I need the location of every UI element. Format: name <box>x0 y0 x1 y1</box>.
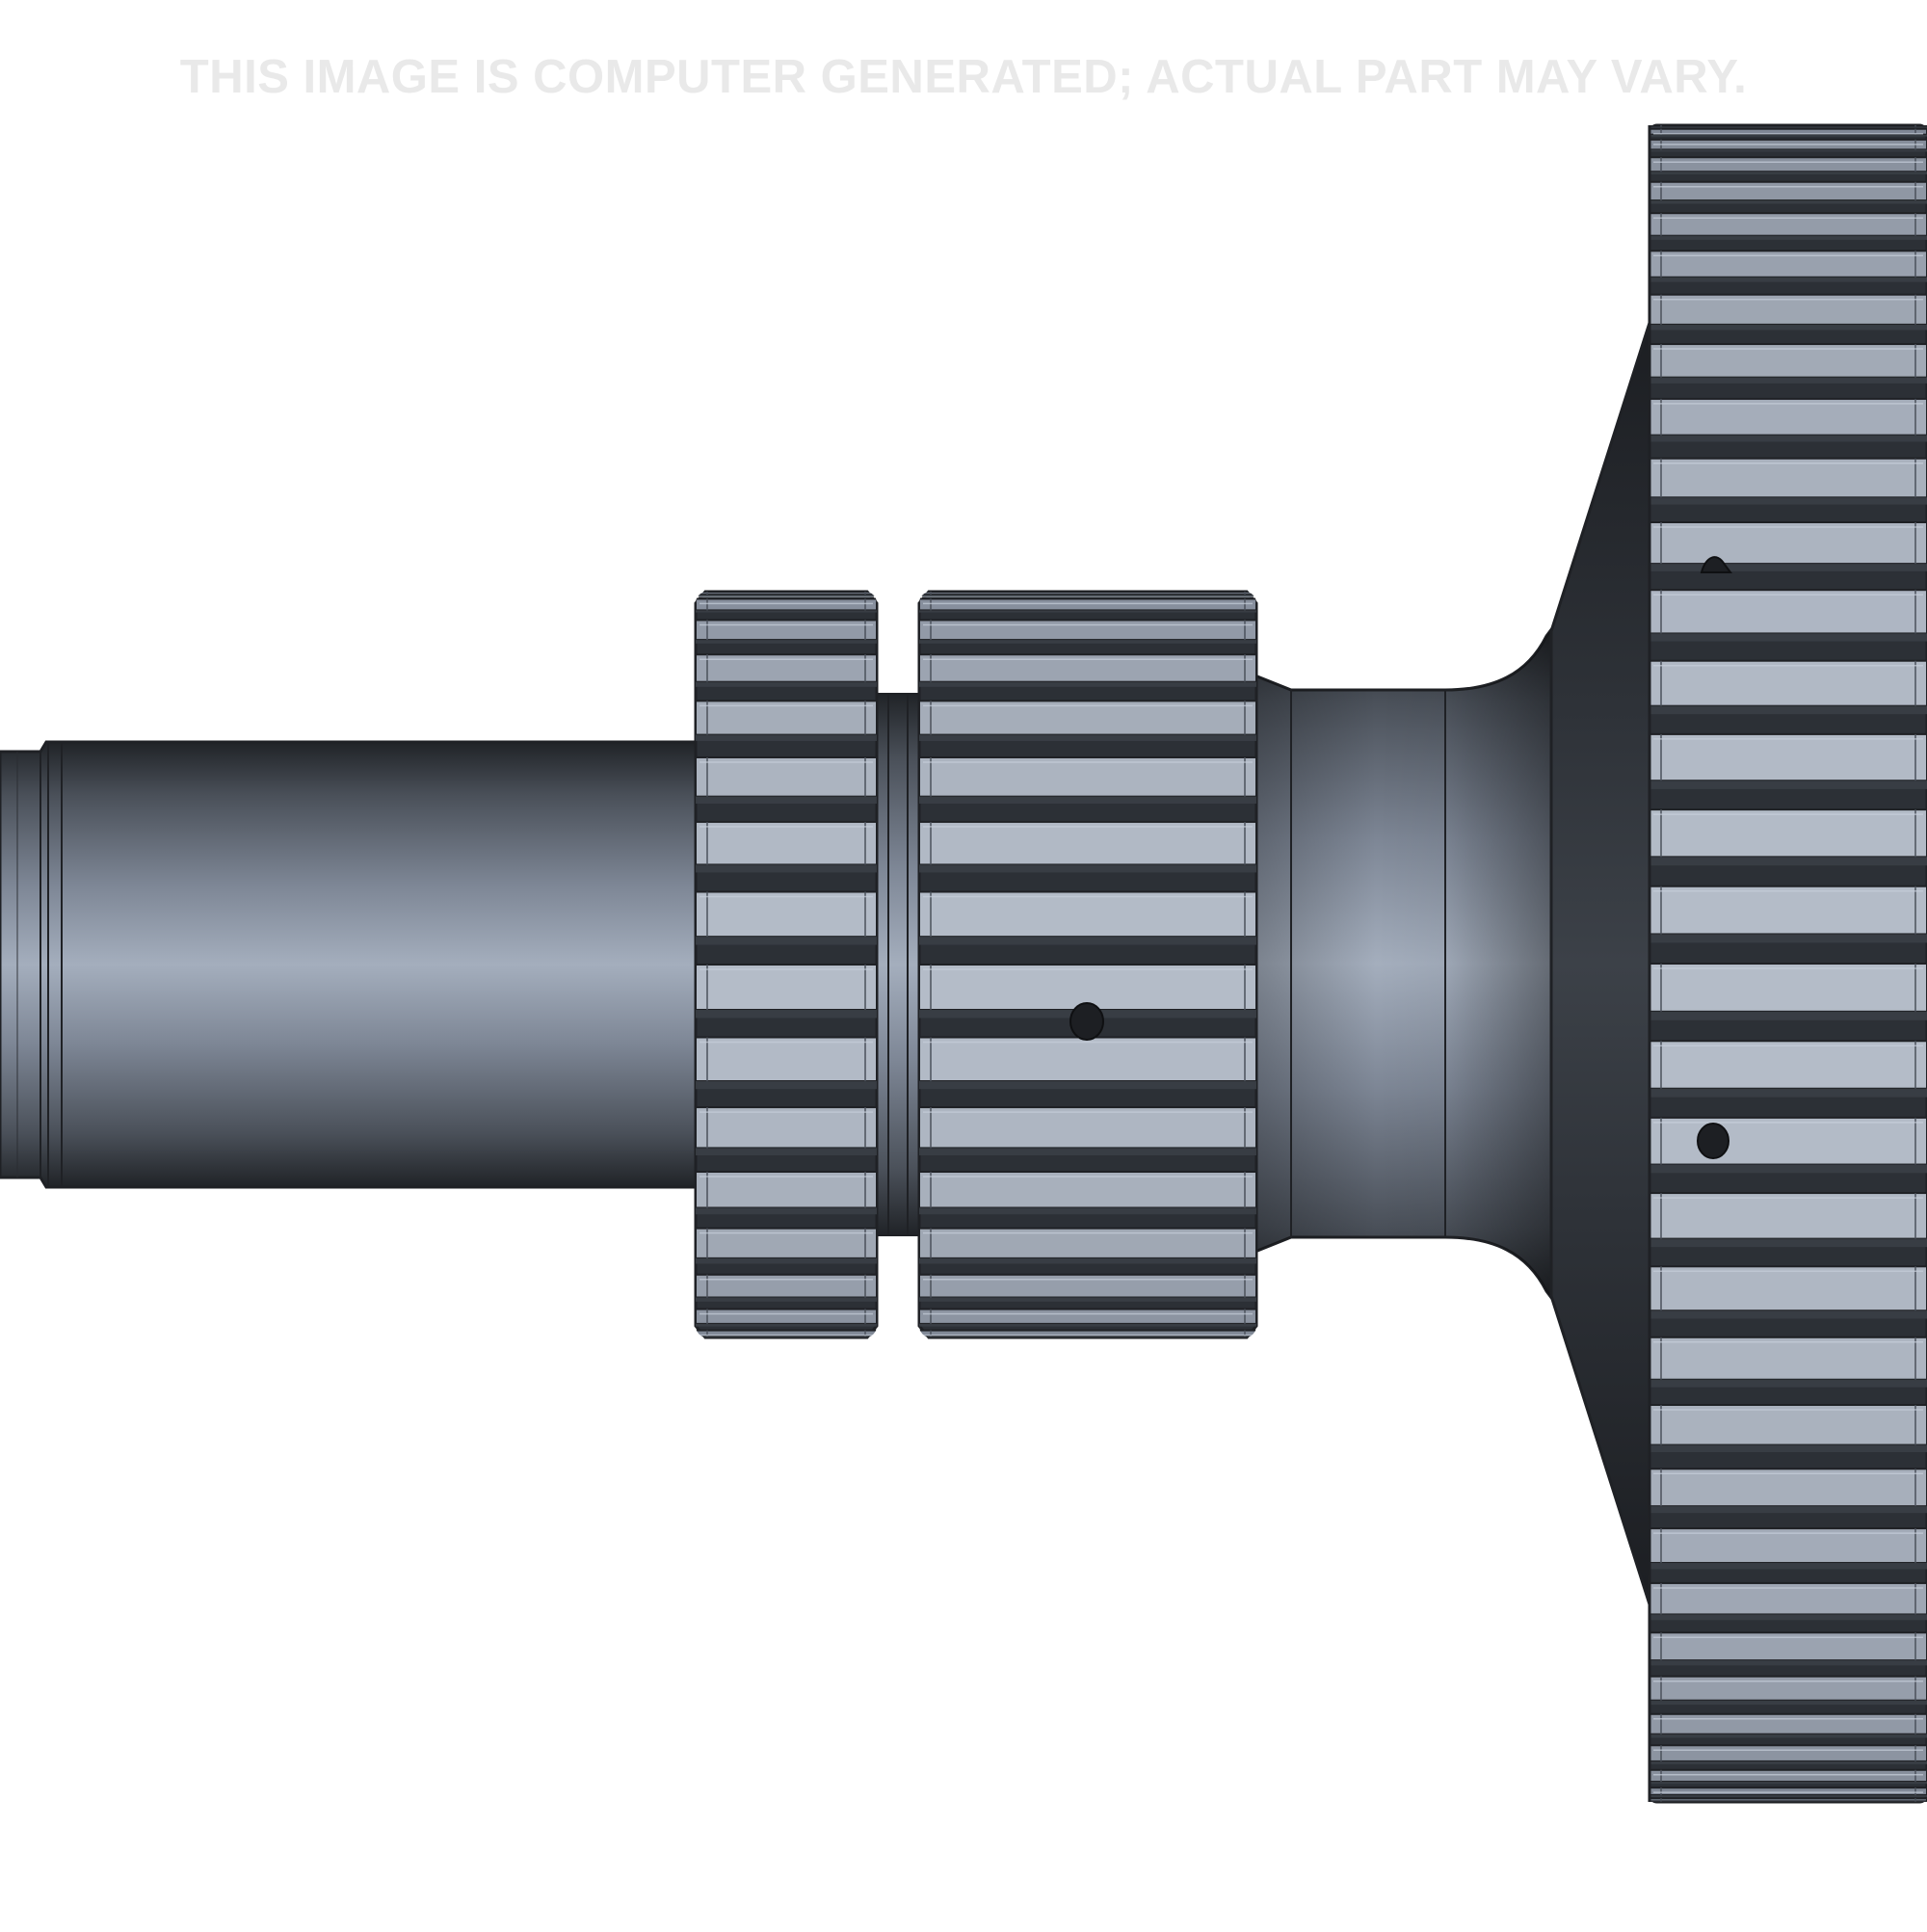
oil-hole-wide-gear <box>1069 1002 1104 1041</box>
wide-gear-tooth <box>919 1308 1256 1325</box>
wide-gear-tooth <box>919 755 1256 798</box>
oil-hole-large-gear-upper <box>1700 556 1732 573</box>
wide-gear-tooth <box>919 1273 1256 1299</box>
small-spur-gear <box>694 590 879 1339</box>
small-gear-tooth <box>696 755 877 798</box>
small-gear-tooth <box>696 1036 877 1083</box>
wide-gear-tooth <box>919 619 1256 642</box>
small-gear-tooth <box>696 964 877 1011</box>
wide-gear-tooth <box>919 592 1256 595</box>
large-gear-tooth <box>1650 808 1927 859</box>
large-gear-tooth <box>1650 1192 1927 1240</box>
large-gear-tooth <box>1650 1768 1927 1784</box>
large-gear-tooth <box>1650 156 1927 173</box>
large-gear-tooth <box>1650 1265 1927 1312</box>
large-gear-tooth <box>1650 1403 1927 1446</box>
drilled-holes <box>1069 556 1732 1159</box>
large-gear-tooth <box>1650 589 1927 635</box>
large-gear-tooth <box>1650 1116 1927 1166</box>
wide-gear-tooth <box>919 890 1256 939</box>
large-gear-tooth <box>1650 125 1927 128</box>
large-gear-tooth <box>1650 1040 1927 1090</box>
large-gear-tooth <box>1650 1744 1927 1762</box>
large-gear-tooth <box>1650 963 1927 1013</box>
hub-collar <box>1251 612 1563 1315</box>
small-gear-tooth <box>696 619 877 642</box>
small-gear-tooth <box>696 820 877 866</box>
large-gear-tooth <box>1650 659 1927 707</box>
large-gear-tooth <box>1650 1527 1927 1564</box>
large-gear-tooth <box>1650 1468 1927 1508</box>
small-gear-tooth <box>696 890 877 939</box>
large-gear-tooth <box>1650 1675 1927 1702</box>
large-gear-tooth <box>1650 212 1927 237</box>
wide-gear-tooth <box>919 597 1256 612</box>
shaft-journal <box>0 740 698 1189</box>
small-gear-tooth <box>696 597 877 612</box>
spacer-groove <box>874 693 922 1236</box>
small-gear-tooth <box>696 1106 877 1150</box>
large-gear-tooth <box>1650 521 1927 566</box>
tapered-web <box>1549 322 1651 1605</box>
large-gear-tooth <box>1650 732 1927 782</box>
small-gear-tooth <box>696 1273 877 1299</box>
wide-gear-tooth <box>919 1106 1256 1150</box>
oil-hole-large-gear-lower <box>1697 1123 1729 1159</box>
wide-gear-tooth <box>919 1036 1256 1083</box>
wide-gear-tooth <box>919 1171 1256 1209</box>
wide-gear-tooth <box>919 820 1256 866</box>
large-gear-tooth <box>1650 1786 1927 1796</box>
small-gear-tooth <box>696 1308 877 1325</box>
wide-gear-tooth <box>919 700 1256 736</box>
large-gear-tooth <box>1650 250 1927 278</box>
wide-spur-gear <box>917 590 1258 1339</box>
large-gear-tooth <box>1650 1712 1927 1735</box>
large-gear-tooth <box>1650 885 1927 936</box>
large-gear-tooth <box>1650 1336 1927 1381</box>
large-gear-tooth <box>1650 1797 1927 1802</box>
large-gear <box>1648 123 1927 1804</box>
large-gear-tooth <box>1650 457 1927 499</box>
large-gear-tooth <box>1650 180 1927 202</box>
small-gear-tooth <box>696 592 877 595</box>
computer-generated-disclaimer: THIS IMAGE IS COMPUTER GENERATED; ACTUAL… <box>179 51 1748 103</box>
